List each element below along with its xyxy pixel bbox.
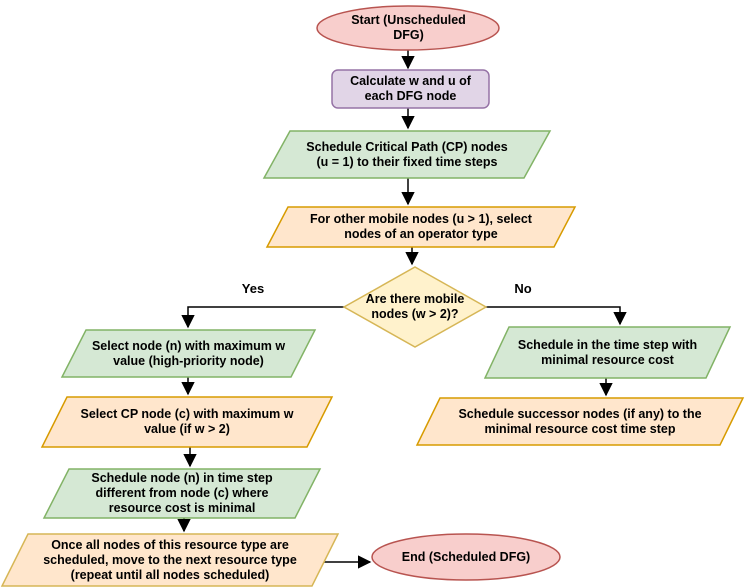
edge-decision-no [486, 306, 627, 326]
schedule-min-cost-parallelogram [483, 326, 732, 379]
edge-decision-yes [181, 306, 344, 329]
select-node-n-parallelogram [60, 329, 317, 378]
other-mobile-parallelogram [265, 206, 577, 248]
connector-group [177, 50, 627, 569]
node-group [0, 5, 745, 587]
schedule-node-n-parallelogram [42, 468, 322, 519]
schedule-successors-parallelogram [415, 397, 745, 446]
select-cp-node-parallelogram [40, 396, 334, 448]
start-terminator-shape [316, 5, 500, 51]
next-resource-parallelogram [0, 533, 340, 587]
end-terminator-shape [371, 533, 561, 581]
calc-process-shape [331, 69, 490, 109]
mobile-nodes-decision-diamond [342, 266, 488, 348]
schedule-cp-parallelogram [262, 130, 552, 179]
